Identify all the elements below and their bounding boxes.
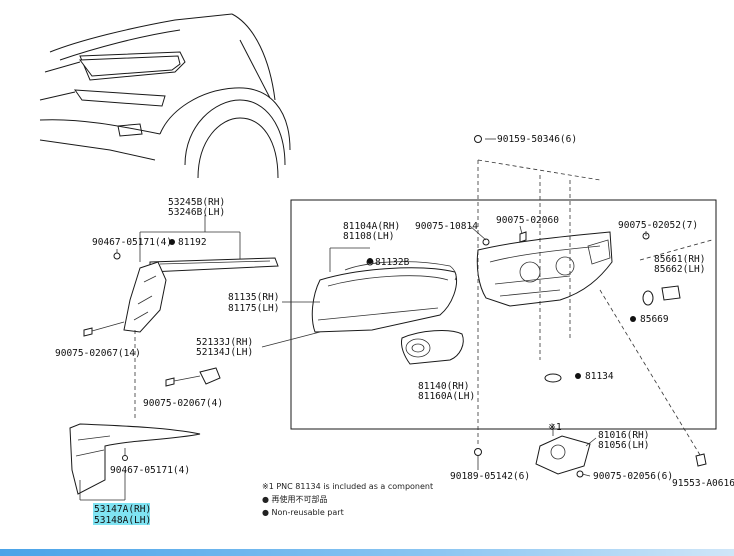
- vehicle-front-illustration: [39, 13, 291, 179]
- label-90075-6[interactable]: 90075-02056(6): [593, 471, 673, 482]
- label-81132[interactable]: 81132B: [375, 257, 410, 268]
- label-85661[interactable]: 85661(RH): [654, 254, 705, 265]
- label-53246[interactable]: 53246B(LH): [168, 207, 225, 218]
- label-90075-7[interactable]: 90075-02052(7): [618, 220, 698, 231]
- label-81192[interactable]: 81192: [178, 237, 207, 248]
- label-81104[interactable]: 81104A(RH): [343, 221, 400, 232]
- bolt-90159: [474, 135, 482, 143]
- label-90075-4[interactable]: 90075-02067(4): [143, 398, 223, 409]
- headlamp-lens: [311, 247, 457, 333]
- non-reusable-marker: [630, 316, 636, 322]
- label-85662[interactable]: 85662(LH): [654, 264, 705, 275]
- label-81175[interactable]: 81175(LH): [228, 303, 279, 314]
- cover-53147-group: [69, 423, 201, 501]
- ring-81134: [544, 373, 562, 383]
- screw-91553: [695, 453, 707, 467]
- label-53245[interactable]: 53245B(RH): [168, 197, 225, 208]
- lamp-unit-81140: [401, 330, 464, 365]
- label-asterisk: ※1: [548, 422, 562, 433]
- label-81056[interactable]: 81056(LH): [598, 440, 649, 451]
- note-non-reusable-en: ● Non-reusable part: [262, 508, 344, 517]
- bolt-90075-02067: [165, 377, 175, 387]
- note-non-reusable-jp: ● 再使用不可部品: [262, 494, 328, 504]
- label-85669[interactable]: 85669: [640, 314, 669, 325]
- label-90189[interactable]: 90189-05142(6): [450, 471, 530, 482]
- bracket-52133: [199, 367, 221, 385]
- note-pnc: ※1 PNC 81134 is included as a component: [262, 482, 433, 491]
- label-53147[interactable]: 53147A(RH): [94, 504, 151, 515]
- label-81135[interactable]: 81135(RH): [228, 292, 279, 303]
- highlight-53148: [93, 514, 150, 525]
- bottom-scroll-bar: [0, 549, 734, 556]
- label-81108[interactable]: 81108(LH): [343, 231, 394, 242]
- non-reusable-marker: [575, 373, 581, 379]
- non-reusable-marker: [367, 258, 373, 264]
- label-90075-10814[interactable]: 90075-10814: [415, 221, 478, 232]
- grommet-85669: [642, 290, 654, 306]
- label-81134[interactable]: 81134: [585, 371, 614, 382]
- headlamp-assembly-box: [290, 199, 717, 430]
- label-52134[interactable]: 52134J(LH): [196, 347, 253, 358]
- label-81140[interactable]: 81140(RH): [418, 381, 469, 392]
- bolt-90189: [474, 448, 482, 456]
- computer-81016: [535, 424, 591, 478]
- label-52133[interactable]: 52133J(RH): [196, 337, 253, 348]
- label-90159[interactable]: 90159-50346(6): [497, 134, 577, 145]
- label-90467-a[interactable]: 90467-05171(4): [92, 237, 172, 248]
- bracket-53245-group: [83, 215, 279, 420]
- highlight-53147: [93, 503, 150, 514]
- socket-85661: [661, 285, 681, 301]
- non-reusable-marker: [169, 239, 175, 245]
- label-90467-b[interactable]: 90467-05171(4): [110, 465, 190, 476]
- label-90075-14[interactable]: 90075-02067(14): [55, 348, 141, 359]
- headlamp-housing: [476, 159, 713, 456]
- label-91553[interactable]: 91553-A0616(: [672, 478, 734, 489]
- label-81016[interactable]: 81016(RH): [598, 430, 649, 441]
- label-53148[interactable]: 53148A(LH): [94, 515, 151, 526]
- label-81160[interactable]: 81160A(LH): [418, 391, 475, 402]
- label-90075-02060[interactable]: 90075-02060: [496, 215, 559, 226]
